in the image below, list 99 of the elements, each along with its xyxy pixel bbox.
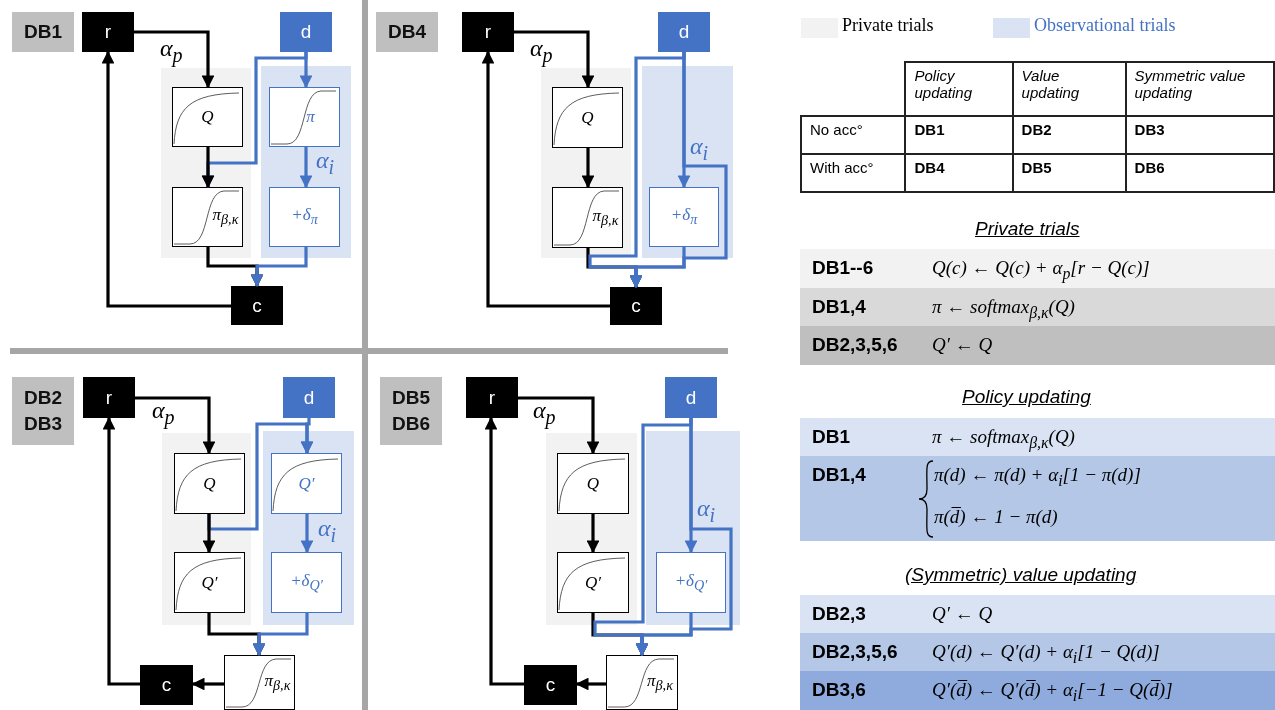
node-text: π$_{β,κ}$: [647, 670, 673, 695]
row-label: DB1,4: [812, 296, 866, 318]
variable-box: c: [140, 665, 193, 705]
arrow: [514, 30, 595, 89]
table-value: DB3: [1125, 116, 1274, 154]
variable-box: c: [524, 665, 577, 705]
legend-text: Observational trials: [1034, 15, 1176, 36]
node-text: π$_{β,κ}$: [264, 670, 291, 695]
legend-text: Private trials: [842, 15, 934, 36]
node-text: π: [306, 107, 315, 127]
edge-label: α$_{p}$: [533, 398, 556, 429]
section-heading: Private trials: [975, 218, 1080, 240]
variable-box: c: [231, 286, 283, 325]
arrow: [135, 396, 216, 455]
node-text: π$_{β,κ}$: [212, 205, 239, 229]
row-label: DB1--6: [812, 257, 874, 279]
edge-label: α$_{p}$: [152, 398, 175, 429]
arrow: [586, 514, 600, 554]
row-label: DB2,3: [812, 603, 866, 625]
row-label: DB1: [812, 426, 850, 448]
table-value: DB6: [1125, 154, 1274, 192]
variable-box: d: [665, 377, 717, 418]
arrow: [481, 50, 610, 308]
variable-box: d: [280, 12, 332, 52]
equation: Q′(d̅) ← Q′(d̅) + α$_{i}$[−1 − Q(d̅)]: [932, 679, 1173, 705]
update-box: [656, 552, 726, 613]
arrow: [635, 613, 693, 657]
variable-box: d: [658, 12, 710, 52]
column-header: Policy updating: [905, 62, 1013, 116]
arrow: [201, 147, 215, 189]
edge-label: α$_{p}$: [160, 36, 183, 67]
row-header: With acc°: [801, 154, 906, 192]
arrow: [300, 418, 314, 455]
section-heading: (Symmetric) value updating: [905, 564, 1137, 586]
arrow: [581, 148, 595, 189]
arrow: [101, 50, 231, 308]
update-box: [269, 187, 340, 247]
column-header: Value updating: [1012, 62, 1126, 116]
arrow: [102, 416, 140, 686]
variable-box: d: [283, 377, 335, 418]
equation: Q′ ← Q: [932, 334, 993, 356]
edge-label: α$_{i}$: [697, 496, 716, 527]
arrow: [299, 52, 313, 89]
arrow: [134, 30, 215, 89]
node-text: +δ$_{π}$: [291, 205, 318, 229]
equation: π(d) ← π(d) + α$_{i}$[1 − π(d)]: [934, 464, 1141, 490]
row-label: DB1,4: [812, 464, 866, 486]
update-box: [271, 552, 342, 613]
node-text: +δ$_{π}$: [670, 205, 698, 229]
table-value: DB4: [905, 154, 1013, 192]
arrow: [202, 514, 216, 554]
arrow: [191, 677, 224, 691]
arrow: [484, 416, 524, 686]
arrow: [518, 396, 600, 455]
edge-label: α$_{i}$: [318, 516, 337, 547]
edge-label: α$_{i}$: [316, 148, 335, 179]
equation: Q(c) ← Q(c) + α$_{p}$[r − Q(c)]: [932, 257, 1150, 283]
row-label: DB2,3,5,6: [812, 334, 898, 356]
variable-box: r: [466, 377, 518, 418]
table-value: DB2: [1012, 116, 1126, 154]
section-heading: Policy updating: [962, 386, 1091, 408]
panel-label: DB4: [376, 12, 438, 52]
node-text: Q: [586, 473, 600, 494]
node-text: Q′: [201, 572, 218, 593]
node-text: Q: [201, 107, 214, 127]
edge-label: α$_{p}$: [530, 36, 553, 67]
arrow: [252, 613, 309, 657]
variable-box: r: [83, 377, 135, 418]
node-text: Q′: [585, 572, 601, 593]
arrow: [629, 247, 686, 289]
arrow: [575, 677, 606, 691]
variable-box: r: [82, 12, 134, 52]
panel-label: DB5 DB6: [380, 377, 442, 445]
variable-box: r: [462, 12, 514, 52]
panel-label: DB1: [12, 12, 74, 52]
table-value: DB5: [1012, 154, 1126, 192]
table-value: DB1: [905, 116, 1013, 154]
equation: Q′(d) ← Q′(d) + α$_{i}$[1 − Q(d)]: [932, 641, 1160, 667]
equation: Q′ ← Q: [932, 603, 993, 625]
node-text: +δ$_{Q′}$: [674, 570, 708, 595]
edge-label: α$_{i}$: [690, 134, 709, 165]
node-text: +δ$_{Q′}$: [290, 570, 323, 595]
equation: π ← softmax$_{β,κ}$(Q): [932, 426, 1075, 452]
update-box: [649, 187, 719, 247]
equation: π ← softmax$_{β,κ}$(Q): [932, 296, 1075, 322]
node-text: Q: [203, 473, 216, 494]
arrow: [300, 514, 314, 554]
node-text: Q: [581, 107, 594, 128]
node-text: Q′: [298, 473, 315, 494]
arrow: [299, 147, 313, 189]
variable-box: c: [610, 287, 662, 325]
row-label: DB2,3,5,6: [812, 641, 898, 663]
node-text: π$_{β,κ}$: [592, 205, 619, 230]
row-label: DB3,6: [812, 679, 866, 701]
arrow: [250, 247, 308, 288]
column-header: Symmetric value updating: [1125, 62, 1274, 116]
equation: π(d̅) ← 1 − π(d): [934, 506, 1058, 528]
row-header: No acc°: [801, 116, 906, 154]
panel-label: DB2 DB3: [12, 377, 74, 445]
